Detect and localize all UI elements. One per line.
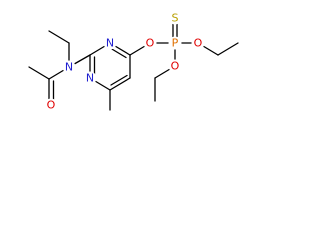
atom-n-ring-top-label: N xyxy=(106,37,114,50)
atom-s-label: S xyxy=(172,12,179,25)
atom-o-phosphate-label: O xyxy=(146,37,155,50)
atom-p-label: P xyxy=(172,37,179,50)
atom-o-ethoxy-lower: O xyxy=(168,59,182,73)
atom-o-phosphate: O xyxy=(143,36,157,50)
atom-n-ring-bottom-label: N xyxy=(86,72,94,85)
atom-o-ethoxy-right-label: O xyxy=(194,37,203,50)
bond-c6-c5-double xyxy=(110,74,128,86)
bond-ch2-ch3-right xyxy=(217,42,239,56)
bond-ch2-ch3-n xyxy=(48,30,70,44)
atom-p: P xyxy=(168,36,182,50)
atom-n-ring-top: N xyxy=(103,36,117,50)
atom-labels: O P S O O N N N xyxy=(44,11,205,112)
atom-o-ethoxy-right: O xyxy=(191,36,205,50)
atom-o-carbonyl-label: O xyxy=(47,99,56,112)
atom-n-amide: N xyxy=(62,60,76,74)
atom-o-ethoxy-lower-label: O xyxy=(171,60,180,73)
bonds xyxy=(28,19,239,111)
atom-n-ring-bottom: N xyxy=(83,71,97,85)
bond-carbonyl-methyl xyxy=(28,66,50,80)
atom-s: S xyxy=(168,11,182,25)
molecule-structure: O P S O O N N N xyxy=(28,11,239,112)
atom-o-carbonyl: O xyxy=(44,98,58,112)
bond-c4-n3-double xyxy=(110,47,127,59)
bond-c6-c5 xyxy=(109,77,131,91)
atom-n-amide-label: N xyxy=(65,61,73,74)
